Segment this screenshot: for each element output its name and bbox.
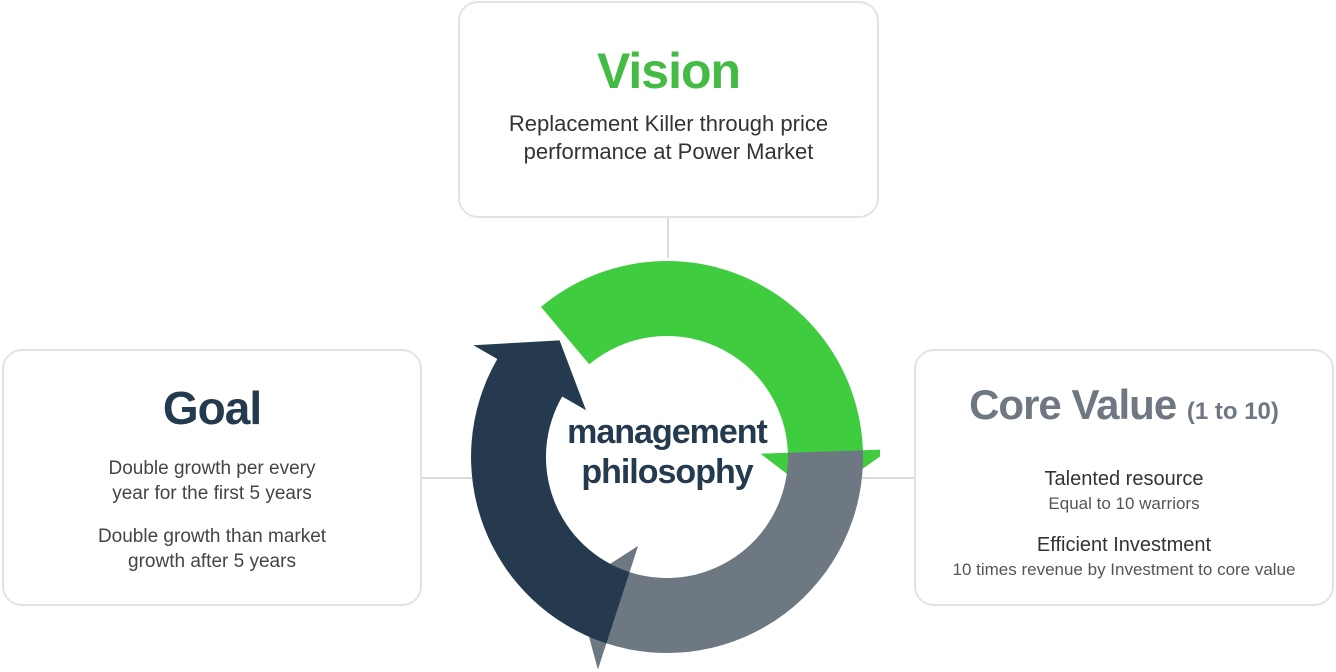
core-value-title: Core Value (1 to 10) (916, 377, 1332, 440)
vision-description-line: Replacement Killer through price (508, 111, 829, 136)
core-value-cycle-arrow (575, 450, 864, 670)
goal-item: Double growth per every year for the fir… (4, 456, 420, 506)
connector-goal (422, 477, 472, 479)
vision-card: Vision Replacement Killer through price … (458, 1, 879, 218)
vision-description: Replacement Killer through price perform… (460, 110, 877, 166)
core-value-heading: Efficient Investment (1036, 534, 1212, 556)
goal-title: Goal (162, 382, 262, 434)
center-label-line: management (567, 413, 768, 451)
goal-card: Goal Double growth per every year for th… (2, 349, 422, 606)
goal-item-line: Double growth than market (97, 526, 327, 547)
core-value-title-main: Core Value (969, 381, 1177, 428)
goal-item: Double growth than market growth after 5… (4, 524, 420, 574)
core-value-card: Core Value (1 to 10) Talented resource E… (914, 349, 1334, 606)
goal-item-line: growth after 5 years (128, 551, 296, 572)
center-label: management philosophy (540, 412, 794, 492)
core-value-description: 10 times revenue by Investment to core v… (952, 560, 1296, 579)
goal-item-line: Double growth per every (108, 458, 316, 479)
core-value-subtitle: (1 to 10) (1186, 398, 1279, 425)
core-value-description: Equal to 10 warriors (1048, 494, 1200, 513)
core-value-heading: Talented resource (1044, 468, 1204, 490)
vision-cycle-arrow (541, 261, 880, 499)
vision-title: Vision (596, 43, 741, 99)
connector-vision (667, 218, 669, 258)
center-label-line: philosophy (581, 453, 753, 491)
goal-item-line: year for the first 5 years (112, 483, 312, 504)
goal-cycle-arrow (471, 340, 630, 644)
vision-description-line: performance at Power Market (523, 139, 814, 164)
connector-core-value (862, 477, 914, 479)
cycle-arrows-diagram (471, 261, 880, 670)
